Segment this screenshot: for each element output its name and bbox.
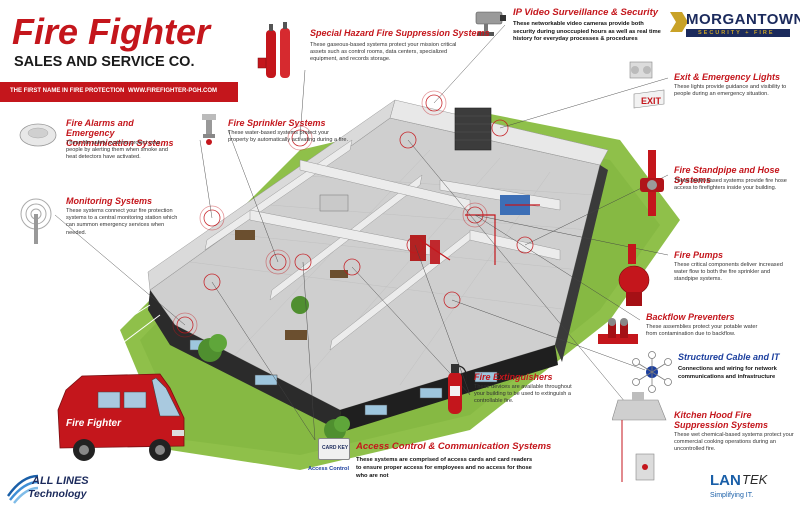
all-lines-logo: ALL LINES Technology xyxy=(6,470,106,504)
morgantown-bar xyxy=(686,29,790,37)
exit-lights-title: Exit & Emergency Lights xyxy=(674,72,781,82)
all-lines-name: ALL LINES xyxy=(32,475,89,487)
sprinkler-head-icon xyxy=(202,114,216,145)
ip-camera-icon xyxy=(475,11,506,36)
fire-alarms-title: Fire Alarms and Emergency Communication … xyxy=(66,118,174,148)
lantek-name: LAN xyxy=(710,472,741,489)
fire-fighter-logo: Fire Fighter SALES AND SERVICE CO. xyxy=(12,11,212,70)
special-hazard-desc: These gaseous-based systems protect your… xyxy=(310,42,457,63)
exit-sign-text: EXIT xyxy=(641,96,662,106)
backflow-title: Backflow Preventers xyxy=(646,312,735,322)
fire-pump-icon xyxy=(618,244,650,306)
access-control-badge: CARD KEY Access Control xyxy=(308,438,354,478)
lantek-tail: TEK xyxy=(742,472,768,487)
extinguisher-icon xyxy=(448,364,467,414)
fire-pumps-desc: These critical components deliver increa… xyxy=(674,262,783,283)
kitchen-hood-icon xyxy=(612,392,667,482)
backflow-valve-icon xyxy=(598,318,638,344)
morgantown-logo: MORGANTOWN SECURITY + FIRE xyxy=(668,8,800,38)
website: WWW.FIREFIGHTER-PGH.COM xyxy=(128,88,217,94)
tagline: THE FIRST NAME IN FIRE PROTECTION xyxy=(10,88,125,94)
card-key-icon: CARD KEY xyxy=(318,438,350,460)
network-hub-icon xyxy=(632,351,672,393)
company-name: SALES AND SERVICE CO. xyxy=(14,54,194,70)
monitoring-desc: These systems connect your fire protecti… xyxy=(66,208,178,236)
logo-text: Fire Fighter xyxy=(12,11,212,52)
smoke-detector-icon xyxy=(19,123,57,147)
backflow-desc: These assemblies protect your potable wa… xyxy=(646,324,758,338)
access-control-title: Access Control & Communication Systems xyxy=(356,441,552,452)
exit-light-icon: EXIT xyxy=(629,61,665,109)
fire-pumps-title: Fire Pumps xyxy=(674,250,724,260)
fire-truck-image: Fire Fighter xyxy=(57,373,185,461)
all-lines-sub: Technology xyxy=(28,488,87,500)
kitchen-hood-title: Kitchen Hood Fire Suppression Systems xyxy=(674,410,769,430)
access-control-desc: These systems are comprised of access ca… xyxy=(356,457,533,479)
standpipe-title: Fire Standpipe and Hose Systems xyxy=(674,165,780,185)
ip-video-desc: These networkable video cameras provide … xyxy=(513,21,661,43)
standpipe-desc: These water-based systems provide fire h… xyxy=(674,178,787,192)
standpipe-icon xyxy=(640,150,664,216)
kitchen-hood-desc: These wet chemical-based systems protect… xyxy=(674,432,794,453)
structured-cable-title: Structured Cable and IT xyxy=(678,352,780,362)
extinguishers-title: Fire Extinguishers xyxy=(474,372,553,382)
card-key-text: CARD KEY xyxy=(322,445,349,451)
structured-cable-desc: Connections and wiring for network commu… xyxy=(678,366,777,380)
truck-label: Fire Fighter xyxy=(66,418,122,429)
exit-lights-desc: These lights provide guidance and visibi… xyxy=(674,84,787,98)
all-lines-swoosh-icon xyxy=(7,474,39,504)
sprinkler-desc: These water-based systems protect your p… xyxy=(228,130,349,144)
morgantown-mark-icon xyxy=(670,12,688,32)
fire-alarms-desc: These life safety systems protect your p… xyxy=(66,140,168,161)
gas-cylinder-icon xyxy=(257,22,290,78)
monitoring-title: Monitoring Systems xyxy=(66,196,153,206)
sprinkler-title: Fire Sprinkler Systems xyxy=(228,118,326,128)
lantek-logo: LAN TEK Simplifying IT. xyxy=(708,472,794,504)
morgantown-name: MORGANTOWN xyxy=(686,11,800,28)
ip-video-title: IP Video Surveillance & Security xyxy=(513,7,659,18)
access-badge-label: Access Control xyxy=(308,466,350,472)
lantek-slogan: Simplifying IT. xyxy=(710,492,754,499)
extinguishers-desc: These devices are available throughout y… xyxy=(474,384,572,405)
red-banner: THE FIRST NAME IN FIRE PROTECTION WWW.FI… xyxy=(0,82,238,102)
antenna-icon xyxy=(20,198,52,244)
morgantown-sub: SECURITY + FIRE xyxy=(698,30,775,36)
special-hazard-title: Special Hazard Fire Suppression Systems xyxy=(310,28,490,38)
